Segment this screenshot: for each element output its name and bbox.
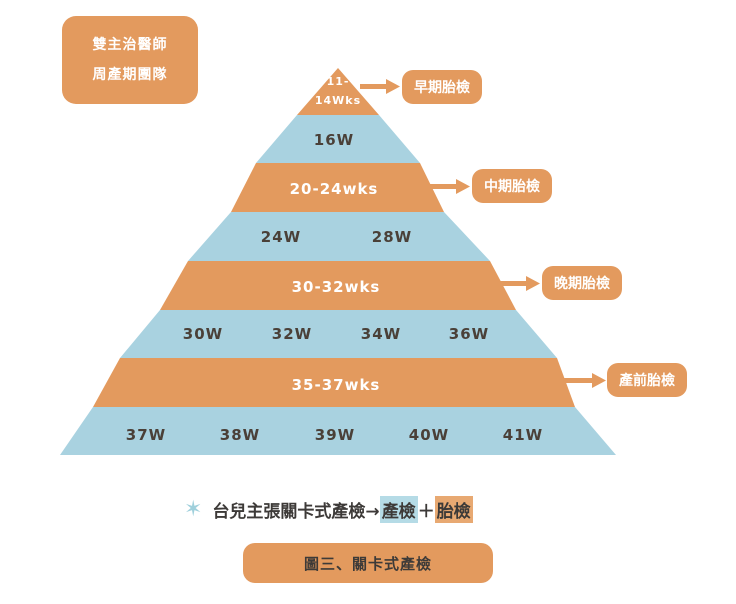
legend-prefix: 台兒主張關卡式產檢→: [212, 502, 380, 522]
star-icon: ✶: [184, 497, 203, 522]
band-11-14wks: [297, 68, 379, 115]
legend: ✶ 台兒主張關卡式產檢→ 產檢 ＋ 胎檢: [184, 496, 473, 523]
stage-tag-late: 晚期胎檢: [542, 266, 622, 300]
band-35-37wks: [93, 358, 575, 407]
label-36w: 36W: [449, 325, 489, 343]
label-38w: 38W: [220, 426, 260, 444]
band-16w: [256, 115, 420, 163]
label-20-24wks: 20-24wks: [290, 180, 379, 198]
band-30w-36w: [120, 310, 557, 358]
legend-plus: ＋: [417, 502, 435, 522]
label-16w: 16W: [314, 131, 354, 149]
arrow-late: [490, 276, 540, 291]
label-14wks: 14Wks: [315, 94, 361, 107]
stage-tag-prenatal: 產前胎檢: [607, 363, 687, 397]
pyramid-diagram: 11- 14Wks 16W 20-24wks 24W 28W 30-32wks …: [60, 68, 616, 455]
stage-tag-middle: 中期胎檢: [472, 169, 552, 203]
label-30w: 30W: [183, 325, 223, 343]
label-34w: 34W: [361, 325, 401, 343]
team-badge: 雙主治醫師 周產期團隊: [62, 16, 198, 104]
arrow-early: [360, 79, 400, 94]
band-30-32wks: [160, 261, 516, 310]
team-badge-line2: 周產期團隊: [92, 67, 168, 83]
team-badge-line1: 雙主治醫師: [92, 37, 168, 53]
label-35-37wks: 35-37wks: [292, 376, 381, 394]
label-37w: 37W: [126, 426, 166, 444]
legend-part1: 產檢: [379, 496, 418, 523]
band-24w-28w: [188, 212, 490, 261]
label-32w: 32W: [272, 325, 312, 343]
label-39w: 39W: [315, 426, 355, 444]
figure-caption: 圖三、關卡式產檢: [243, 543, 493, 583]
label-40w: 40W: [409, 426, 449, 444]
arrow-middle: [420, 179, 470, 194]
arrow-prenatal: [556, 373, 606, 388]
band-37w-41w: [60, 407, 616, 455]
label-24w: 24W: [261, 228, 301, 246]
label-30-32wks: 30-32wks: [292, 278, 381, 296]
stage-tag-early: 早期胎檢: [402, 70, 482, 104]
band-20-24wks: [231, 163, 444, 212]
legend-part2: 胎檢: [434, 496, 473, 523]
label-41w: 41W: [503, 426, 543, 444]
label-11: 11-: [327, 75, 350, 88]
label-28w: 28W: [372, 228, 412, 246]
